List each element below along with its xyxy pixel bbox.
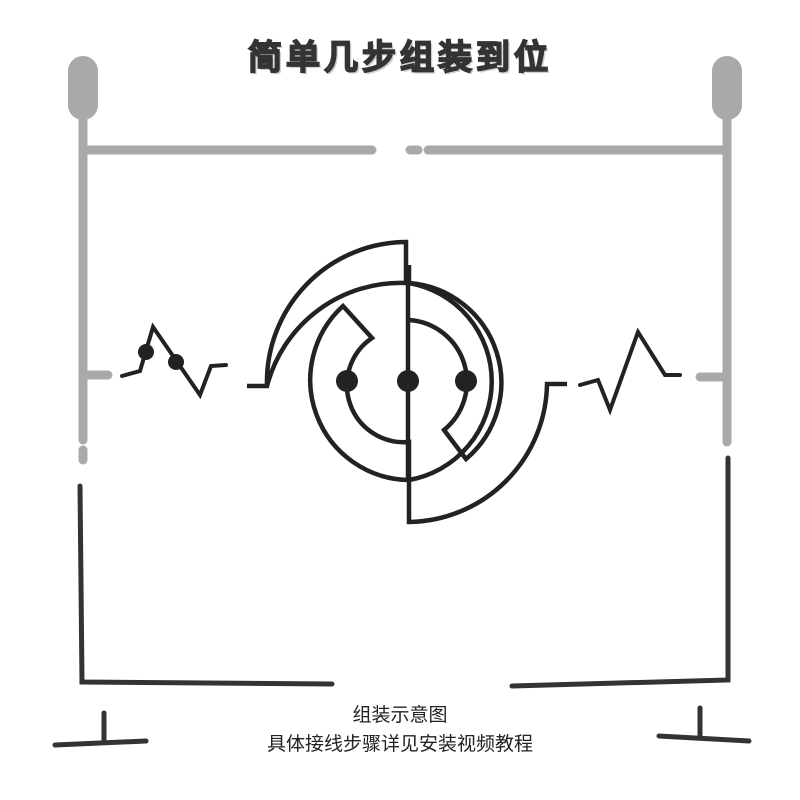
right-foot-base	[656, 733, 752, 744]
caption-instructions: 具体接线步骤详见安装视频教程	[266, 733, 533, 755]
right-lower-bracket	[509, 455, 731, 689]
left-bulb-socket-icon	[68, 56, 98, 120]
lower-frame	[52, 455, 752, 748]
outer-right-arc	[406, 265, 567, 525]
inner-left-arc	[308, 302, 412, 483]
caption-diagram-label: 组装示意图	[352, 704, 448, 726]
zigzag-wire-right-icon	[578, 327, 682, 416]
terminal-right	[455, 370, 477, 392]
page-title: 简单几步组装到位	[247, 37, 552, 79]
left-foot-base	[52, 738, 149, 748]
terminal-left	[336, 370, 358, 392]
outer-left-arc	[247, 239, 409, 389]
terminal-center	[397, 370, 419, 392]
left-lower-bracket	[77, 483, 335, 687]
upper-frame	[68, 56, 742, 465]
zigzag-wire-left-icon	[120, 322, 228, 400]
circular-connector-icon	[247, 239, 567, 525]
right-bulb-socket-icon	[712, 56, 742, 120]
inner-right-arc	[408, 280, 504, 463]
